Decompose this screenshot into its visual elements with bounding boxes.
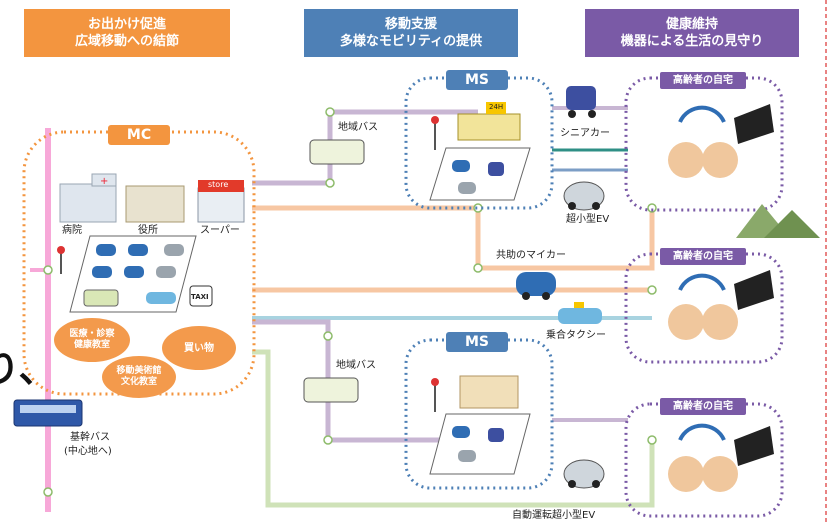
node [325, 178, 335, 188]
ultra-compact-ev-icon [563, 181, 605, 211]
activity-shopping: 買い物 [162, 326, 236, 370]
ms-bottom-vehicle-panel [429, 413, 531, 475]
convenience-store-icon [457, 102, 521, 141]
local-bus-bottom-label: 地域バス [336, 360, 376, 371]
header-right: 健康維持 機器による生活の見守り [585, 9, 799, 57]
home-label-1: 高齢者の自宅 [660, 72, 746, 89]
route-shared-car [475, 208, 655, 271]
node [323, 435, 333, 445]
ms-bottom-label: MS [446, 332, 508, 352]
mc-car-icons [92, 244, 184, 278]
apartment-building-icon [459, 375, 519, 409]
home-area-1 [624, 76, 784, 212]
local-bus-icon [303, 139, 365, 403]
header-right-line1: 健康維持 [665, 17, 718, 32]
header-left: お出かけ促進 広域移動への結節 [24, 9, 230, 57]
node [473, 263, 483, 273]
activity-medical-line2: 健康教室 [73, 340, 110, 350]
node [647, 435, 657, 445]
mc-taxi-car-icon [146, 292, 176, 304]
node [647, 203, 657, 213]
activity-medical-line1: 医療・診察 [69, 329, 115, 339]
store-sign: store [208, 180, 229, 189]
shared-car-icon [516, 272, 556, 300]
mc-bus-icon [83, 289, 119, 307]
header-left-line1: お出かけ促進 [87, 17, 166, 32]
activity-culture-line1: 移動美術館 [116, 366, 162, 376]
edge-text: り、 [0, 347, 57, 391]
taxi-sign: TAXI [191, 293, 209, 301]
shared-taxi-icon [558, 302, 602, 324]
home-label-3: 高齢者の自宅 [660, 398, 746, 415]
mc-label: MC [108, 125, 170, 145]
senior-car-label: シニアカー [560, 128, 610, 139]
hospital-icon: + [59, 173, 117, 223]
ms-top-vehicle-panel [429, 147, 531, 201]
activity-culture-line2: 文化教室 [120, 377, 157, 387]
header-left-line2: 広域移動への結節 [74, 34, 179, 49]
supermarket-icon [197, 180, 245, 223]
header-middle: 移動支援 多様なモビリティの提供 [304, 9, 518, 57]
trunk-bus-label: 基幹バス [70, 432, 110, 443]
home-area-3 [624, 402, 784, 518]
city-hall-icon [125, 185, 185, 223]
svg-text:+: + [100, 176, 108, 187]
hospital-label: 病院 [62, 225, 82, 236]
node [323, 331, 333, 341]
supermarket-label: スーパー [200, 225, 240, 236]
node [43, 487, 53, 497]
elder-couple-wifi-icon [668, 105, 738, 492]
shared-taxi-label: 乗合タクシー [546, 330, 606, 341]
shared-car-label: 共助のマイカー [496, 250, 566, 261]
senior-car-icon [566, 86, 596, 118]
header-right-line2: 機器による生活の見守り [620, 34, 764, 49]
trunk-bus-sublabel: (中心地へ) [64, 446, 112, 457]
autonomous-ev-icon [563, 459, 605, 489]
city-hall-label: 役所 [138, 225, 158, 236]
taxi-sign-icon [189, 285, 213, 307]
header-middle-line2: 多様なモビリティの提供 [339, 34, 483, 49]
activity-medical: 医療・診察 健康教室 [54, 318, 130, 362]
activity-shopping-label: 買い物 [184, 342, 214, 354]
node [647, 285, 657, 295]
autonomous-ev-label: 自動運転超小型EV [512, 510, 596, 521]
ultra-compact-ev-label: 超小型EV [566, 214, 610, 225]
local-bus-top-label: 地域バス [338, 122, 378, 133]
tablet-icon [734, 104, 774, 466]
convenience-sign: 24H [489, 103, 504, 111]
mountain-icon [736, 204, 820, 238]
node [325, 107, 335, 117]
header-middle-line1: 移動支援 [384, 17, 437, 32]
activity-culture: 移動美術館 文化教室 [102, 356, 176, 398]
trunk-bus-icon [13, 399, 83, 427]
ms-top-label: MS [446, 70, 508, 90]
route-autonomous [252, 349, 655, 508]
bus-stop-icon [57, 116, 439, 412]
node [43, 265, 53, 275]
home-label-2: 高齢者の自宅 [660, 248, 746, 265]
ms-car-icons [452, 160, 504, 462]
